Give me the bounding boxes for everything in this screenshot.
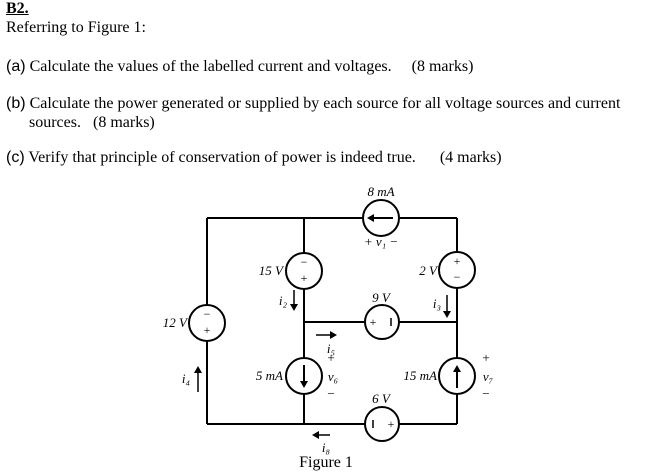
label-2v: 2 V [419,263,439,278]
polarity-plus-12v: + [204,323,211,337]
question-b-text: Calculate the power generated or supplie… [29,95,621,112]
polarity-minus-v7: − [482,386,489,401]
polarity-plus-v6: + [327,350,334,365]
label-v6: v₆ [328,369,338,384]
label-i8: i₈ [322,440,331,455]
arrow-i3 [443,311,451,318]
polarity-plus-15v: + [301,271,308,285]
question-b-label: (b) [6,95,26,112]
current-source-15ma [438,357,476,395]
polarity-plus-2v: + [454,254,461,268]
polarity-plus-9v: + [370,315,377,329]
arrow-i2 [290,304,298,311]
question-c-label: (c) [6,149,25,166]
question-a-text: Calculate the values of the labelled cur… [29,58,392,75]
label-8ma: 8 mA [367,184,394,199]
polarity-minus-12v: − [204,307,211,321]
voltage-source-6v [364,406,400,442]
label-i5: i₅ [327,341,335,356]
question-b-marks: (8 marks) [92,114,155,131]
circuit-wires [206,217,458,425]
label-i2: i₂ [279,293,288,308]
label-i4: i₄ [182,371,191,386]
question-b-text-cont: sources. [29,114,81,131]
label-15ma: 15 mA [403,368,437,383]
arrow-i8 [312,431,319,439]
figure-caption: Figure 1 [299,454,353,471]
arrow-i4 [194,366,202,373]
label-i3: i₃ [433,296,441,311]
voltage-source-12v [188,304,226,342]
polarity-plus-6v: + [388,417,395,431]
question-c-text: Verify that principle of conservation of… [28,149,416,166]
question-b: (b) Calculate the power generated or sup… [6,94,646,132]
label-v1: + v₁ − [364,234,398,249]
polarity-minus-v6: − [327,386,334,401]
polarity-plus-v7: + [482,350,489,365]
polarity-minus-2v: − [454,270,461,284]
section-heading: B2. [6,0,29,17]
label-5ma: 5 mA [256,368,283,383]
question-c-marks: (4 marks) [439,149,502,166]
question-c: (c) Verify that principle of conservatio… [6,149,502,167]
label-12v: 12 V [163,315,189,330]
voltage-source-15v [285,252,323,290]
current-source-5ma [285,357,323,395]
current-source-8ma [362,199,400,237]
label-9v: 9 V [372,290,392,305]
question-a: (a) Calculate the values of the labelled… [6,58,473,76]
intro-text: Referring to Figure 1: [6,19,146,36]
question-a-label: (a) [6,58,26,75]
arrow-i5 [330,331,337,339]
label-v7: v₇ [483,369,494,384]
voltage-source-9v [364,304,400,340]
label-15v: 15 V [259,263,285,278]
polarity-minus-15v: − [301,255,308,269]
question-a-marks: (8 marks) [411,58,474,75]
label-6v: 6 V [372,391,392,406]
voltage-source-2v [438,251,476,289]
